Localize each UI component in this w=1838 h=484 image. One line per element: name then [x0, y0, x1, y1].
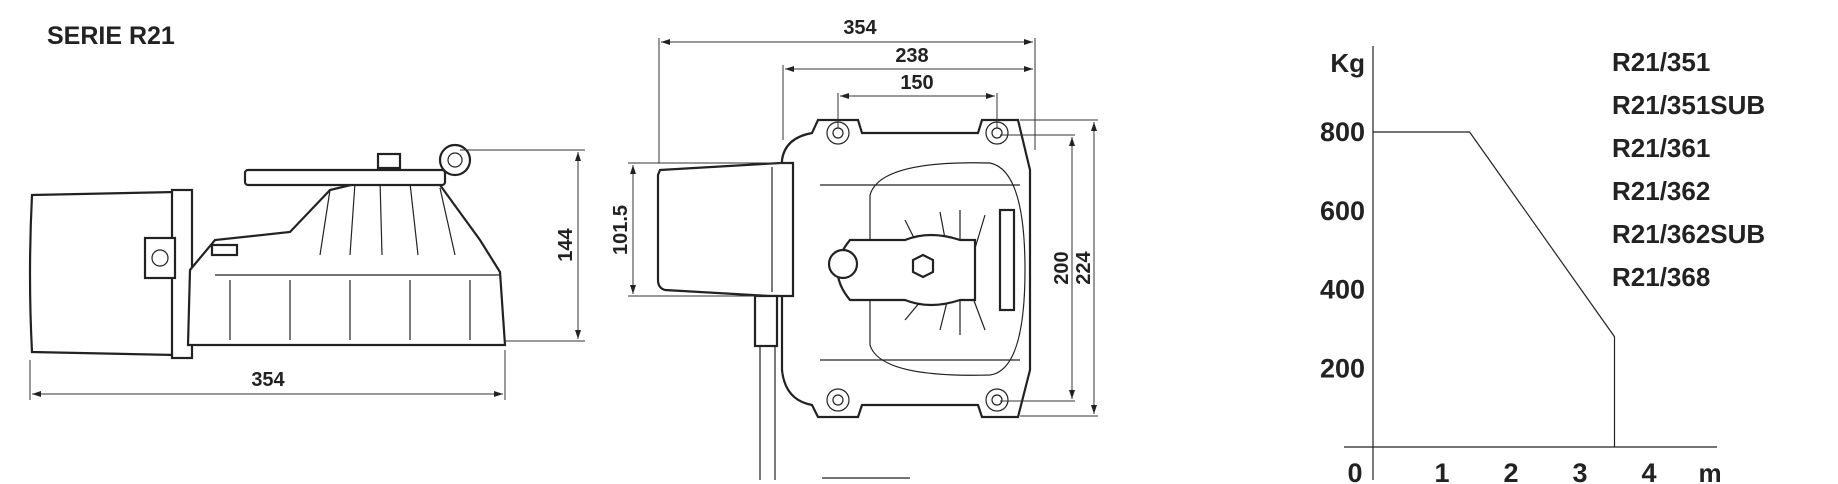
y-tick-label: 600 [1320, 196, 1365, 226]
x-tick-label: 1 [1434, 458, 1449, 484]
body-width-label: 238 [895, 45, 928, 67]
hole-vertical-label: 200 [1051, 251, 1073, 284]
motor-box [656, 161, 795, 298]
y-tick-label: 400 [1320, 275, 1365, 305]
x-tick-label: 3 [1572, 458, 1587, 484]
series-title: SERIE R21 [47, 22, 175, 50]
legend-item: R21/362SUB [1612, 219, 1765, 249]
weight-length-chart: Kg m 800 600 400 200 0 1 2 3 4 R21/351R21/351SU… [1320, 46, 1765, 484]
legend-item: R21/362 [1612, 176, 1710, 206]
x-tick-label: 2 [1503, 458, 1518, 484]
motor-height-label: 101.5 [610, 205, 632, 255]
y-axis-label: Kg [1330, 48, 1365, 78]
top-view-drawing: 354 238 150 101.5 200 224 [610, 17, 1098, 480]
output-arm [836, 233, 977, 307]
gearbox-body [186, 176, 507, 347]
x-tick-label: 4 [1641, 458, 1656, 484]
side-view-drawing: 354 144 [28, 143, 585, 400]
cable-gland [753, 294, 779, 348]
x-tick-label: 0 [1347, 458, 1362, 484]
legend-item: R21/361 [1612, 133, 1710, 163]
motor-housing [28, 190, 177, 357]
legend-item: R21/368 [1612, 262, 1710, 292]
y-tick-label: 800 [1320, 117, 1365, 147]
body-height-label: 224 [1073, 250, 1095, 284]
lever-arm [243, 168, 447, 187]
series-line [1373, 131, 1616, 447]
side-height-label: 144 [555, 227, 577, 261]
y-tick-label: 200 [1320, 353, 1365, 383]
hole-spacing-label: 150 [900, 72, 933, 94]
x-axis-label: m [1698, 458, 1721, 484]
side-width-label: 354 [251, 369, 285, 391]
legend-item: R21/351SUB [1612, 90, 1765, 120]
legend-item: R21/351 [1612, 47, 1710, 77]
overall-width-label: 354 [843, 17, 877, 39]
